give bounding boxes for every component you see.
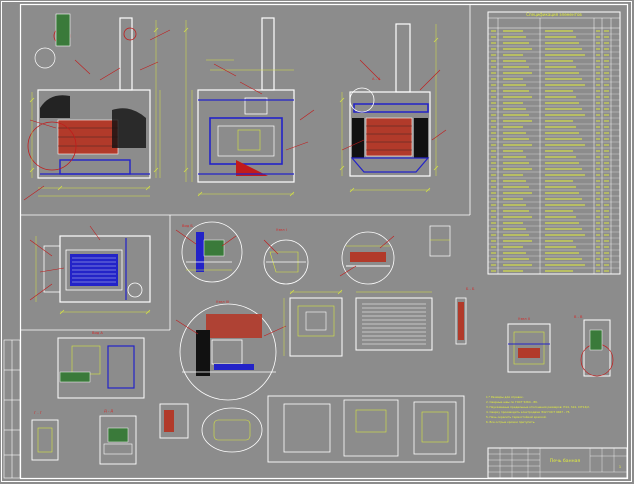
dimension-tick	[29, 167, 35, 173]
sheet-inner-frame	[19, 3, 629, 480]
dimension-tick	[145, 309, 151, 315]
svg-text:6. Все острые кромки притупить: 6. Все острые кромки притупить.	[486, 420, 535, 424]
svg-text:1.* Размеры для справок.: 1.* Размеры для справок.	[486, 395, 524, 399]
dimension-tick	[433, 37, 439, 43]
sheet-number: 1	[619, 465, 621, 469]
front-view[interactable]	[23, 13, 171, 201]
detail-right-1[interactable]	[507, 323, 551, 373]
detail-node-3[interactable]	[339, 231, 395, 285]
dimension-tick	[153, 167, 159, 173]
dimension-tick	[145, 185, 151, 191]
section-label: Вид А	[92, 331, 103, 335]
dimension-tick	[183, 27, 189, 33]
section-label: В - В	[574, 315, 583, 319]
section-label: Д - Д	[104, 409, 113, 413]
grate-plan[interactable]	[283, 291, 343, 357]
dimension-tick	[197, 191, 203, 197]
small-node-bottom[interactable]	[159, 403, 189, 439]
section-separators	[20, 4, 471, 331]
dimension-tick	[153, 27, 159, 33]
view-v[interactable]	[57, 337, 145, 399]
detail-right-2[interactable]	[580, 319, 614, 377]
section-label: Г - Г	[34, 411, 42, 415]
panel-view[interactable]	[267, 395, 465, 463]
section-label: Б - Б	[466, 287, 475, 291]
drawing-title: Печь банная	[550, 458, 581, 464]
section-label: Узел III	[216, 300, 229, 304]
section-label: Узел II	[518, 317, 530, 321]
dimension-tick	[337, 289, 343, 295]
side-view[interactable]	[185, 17, 315, 195]
round-detail-bottom[interactable]	[201, 407, 263, 453]
section-a-a[interactable]	[341, 23, 447, 191]
plan-view[interactable]	[29, 225, 151, 313]
dimension-tick	[57, 185, 63, 191]
spec-row-lines	[488, 33, 620, 269]
detail-node-1[interactable]	[175, 221, 243, 283]
dimension-tick	[425, 187, 431, 193]
dimension-tick	[339, 97, 345, 103]
section-label: Узел I	[276, 228, 287, 232]
title-block[interactable]: Печь банная 1	[487, 447, 628, 479]
section-d-d[interactable]	[99, 415, 137, 465]
specification-table[interactable]: Спецификация элементов	[487, 11, 621, 275]
detail-small-right[interactable]	[429, 225, 451, 257]
dimension-tick	[289, 191, 295, 197]
dimension-ticks	[29, 27, 439, 315]
dimension-tick	[349, 187, 355, 193]
section-g-g[interactable]	[31, 419, 59, 461]
section-label: Вид Б	[182, 224, 193, 228]
dimension-tick	[433, 165, 439, 171]
dimension-tick	[29, 97, 35, 103]
dimension-tick	[183, 167, 189, 173]
section-detail-large[interactable]	[175, 303, 287, 401]
svg-text:2. Сварные швы по ГОСТ 5264 -: 2. Сварные швы по ГОСТ 5264 - 80.	[486, 400, 538, 404]
section-label: А - А	[372, 77, 381, 81]
technical-notes: 1.* Размеры для справок. 2. Сварные швы …	[486, 395, 590, 424]
section-label-layer: А - А Б - Б В - В Г - Г Д - Д Вид А Вид …	[34, 77, 583, 415]
svg-text:5. Печь окрасить термостойкой: 5. Печь окрасить термостойкой краской.	[486, 415, 547, 419]
binding-strip	[3, 339, 21, 479]
grate-bars[interactable]	[355, 291, 433, 351]
detail-node-2[interactable]	[263, 239, 309, 285]
spec-cell-marks	[491, 30, 609, 272]
spec-title: Спецификация элементов	[526, 12, 582, 17]
dimension-tick	[289, 289, 295, 295]
svg-text:4. Сварку производить электрод: 4. Сварку производить электродами Э42 ГО…	[486, 410, 570, 414]
section-b-b[interactable]	[455, 297, 467, 345]
svg-text:3. Неуказанные предельные откл: 3. Неуказанные предельные отклонения раз…	[486, 405, 590, 409]
dimension-tick	[59, 309, 65, 315]
dimension-tick	[339, 165, 345, 171]
